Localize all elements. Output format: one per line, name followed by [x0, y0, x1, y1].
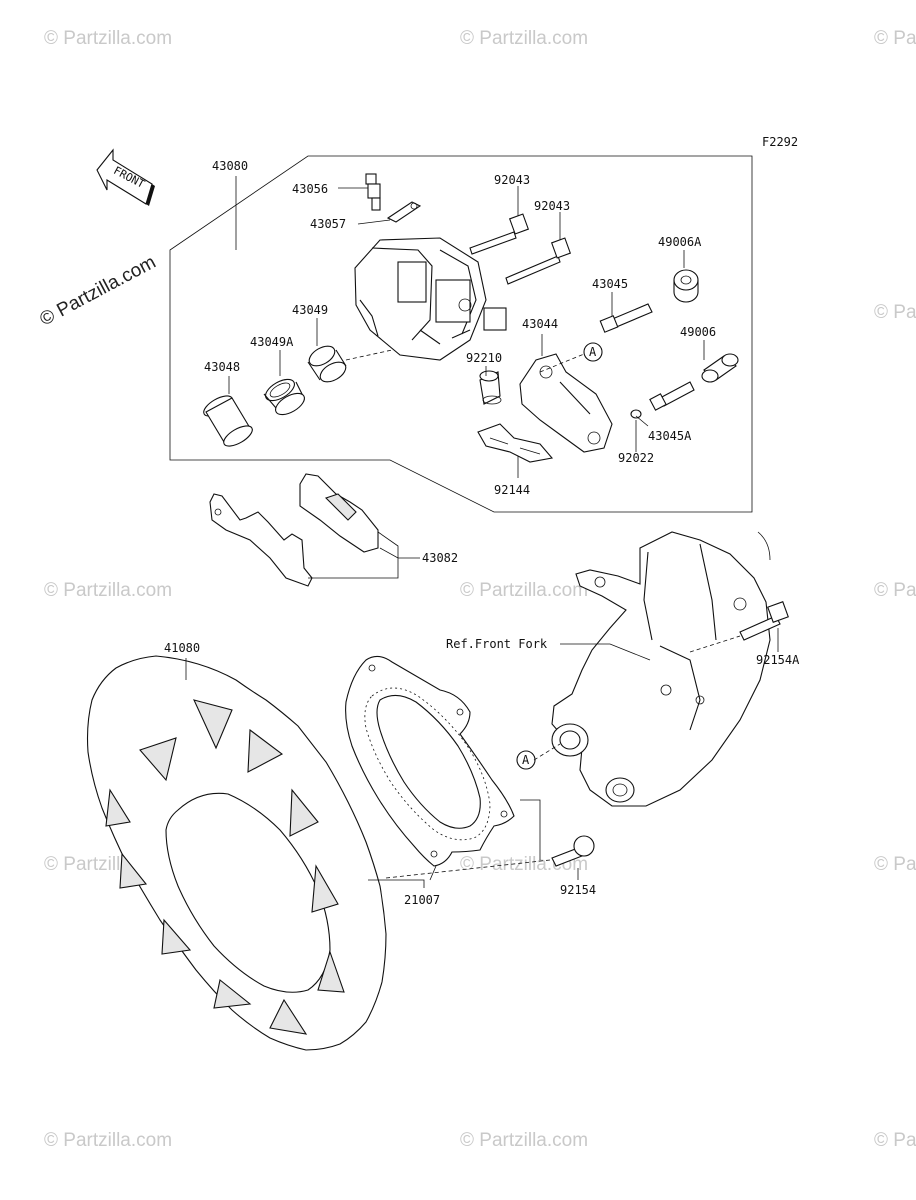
- watermark: © Partzilla.com: [460, 28, 588, 49]
- watermarks: © Partzilla.com © Partzilla.com © Partzi…: [36, 28, 916, 1151]
- part-number: 41080: [164, 641, 200, 655]
- part-number: 43045A: [648, 429, 692, 443]
- front-arrow-icon: FRONT: [96, 148, 155, 206]
- part-labels: 43080 43056 43057 92043 92043 49006A 430…: [164, 159, 800, 907]
- part-number: 43056: [292, 182, 328, 196]
- callout-a-top: A: [583, 342, 603, 362]
- watermark: © Partzilla.com: [460, 1130, 588, 1151]
- watermark-corner: © Partzilla.com: [36, 252, 159, 331]
- part-number: 43049: [292, 303, 328, 317]
- part-number: 43057: [310, 217, 346, 231]
- bolt-92154A: [739, 601, 789, 641]
- caliper-bracket: [519, 353, 613, 453]
- part-number: 92210: [466, 351, 502, 365]
- caliper-assembly-outline: [169, 155, 753, 513]
- brake-pads: [209, 473, 379, 587]
- watermark: © Partzilla.com: [874, 1130, 916, 1151]
- watermark: © Partzilla.com: [44, 28, 172, 49]
- part-number: 92043: [534, 199, 570, 213]
- part-number: 92022: [618, 451, 654, 465]
- boot-92210: [479, 370, 502, 405]
- reference-label: Ref.Front Fork: [446, 637, 548, 651]
- bolt-92154: [551, 835, 595, 867]
- part-number: 92144: [494, 483, 530, 497]
- watermark: © Partzilla.com: [874, 580, 916, 601]
- watermark: © Partzilla.com: [874, 854, 916, 875]
- bolt-43045: [599, 303, 653, 333]
- part-number: 49006A: [658, 235, 702, 249]
- part-number: 92154: [560, 883, 596, 897]
- part-number: 49006: [680, 325, 716, 339]
- part-number: 43044: [522, 317, 558, 331]
- part-number: 43082: [422, 551, 458, 565]
- piston-and-seals: [203, 345, 347, 447]
- watermark: © Partzilla.com: [874, 302, 916, 323]
- part-number: 43080: [212, 159, 248, 173]
- svg-text:A: A: [589, 345, 597, 359]
- watermark: © Partzilla.com: [44, 580, 172, 601]
- caliper-body: [354, 237, 507, 361]
- part-number: 92154A: [756, 653, 800, 667]
- bushing-49006: [701, 353, 739, 383]
- watermark: © Partzilla.com: [460, 580, 588, 601]
- part-number: 43049A: [250, 335, 294, 349]
- leader-lines: [185, 176, 779, 888]
- pad-spring-92144: [477, 423, 554, 463]
- abs-rotor: [345, 655, 515, 867]
- circlip-92022: [630, 409, 642, 419]
- part-number: 92043: [494, 173, 530, 187]
- watermark: © Partzilla.com: [874, 28, 916, 49]
- callout-a-bottom: A: [516, 750, 536, 770]
- svg-text:A: A: [522, 753, 530, 767]
- bleeder-cap: [386, 201, 422, 223]
- brake-disc: [86, 655, 387, 1051]
- figure-code: F2292: [762, 135, 798, 149]
- bushing-49006A: [673, 269, 699, 303]
- bolt-43045A: [649, 381, 695, 411]
- front-fork: [551, 531, 771, 807]
- part-number: 43045: [592, 277, 628, 291]
- slide-pins: [469, 213, 572, 285]
- bleeder-valve: [365, 173, 381, 211]
- part-number: 21007: [404, 893, 440, 907]
- watermark: © Partzilla.com: [44, 1130, 172, 1151]
- part-number: 43048: [204, 360, 240, 374]
